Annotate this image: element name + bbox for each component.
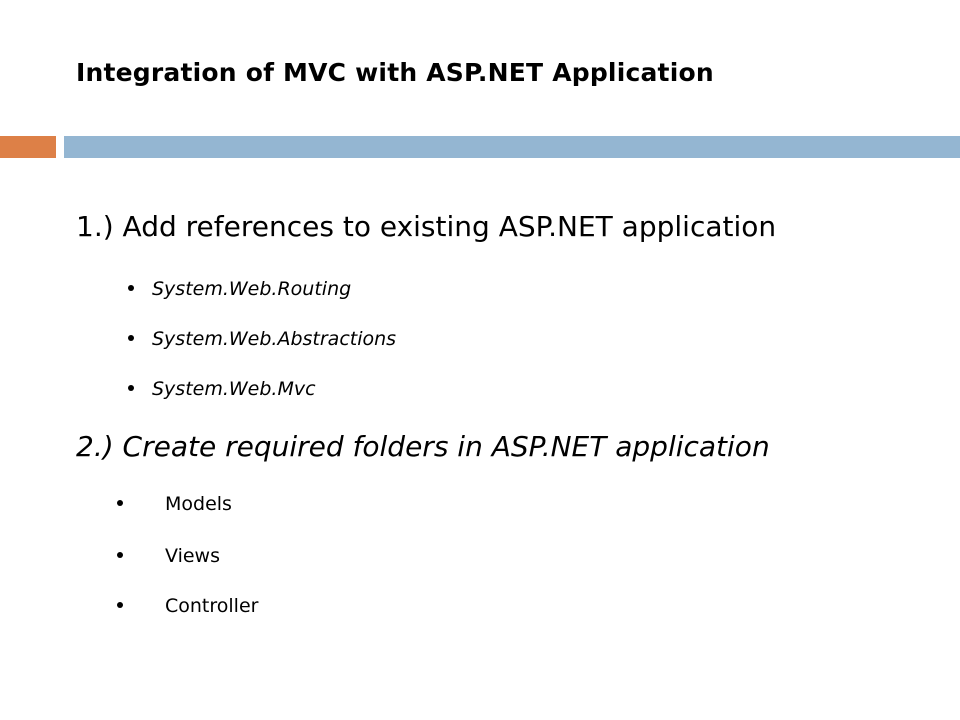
bullet-icon [117, 601, 123, 608]
bullet-icon [117, 499, 123, 506]
reference-item: System.Web.Abstractions [152, 328, 397, 350]
folder-item: Controller [165, 595, 259, 617]
list-item: System.Web.Routing [128, 278, 351, 300]
reference-item: System.Web.Mvc [152, 378, 316, 400]
folder-item: Views [165, 545, 220, 567]
accent-bar-orange [0, 136, 56, 158]
list-item: Models [117, 493, 232, 515]
slide-title: Integration of MVC with ASP.NET Applicat… [76, 58, 714, 87]
reference-item: System.Web.Routing [152, 278, 352, 300]
bullet-icon [128, 384, 134, 391]
bullet-icon [128, 284, 134, 291]
list-item: Views [117, 545, 220, 567]
bullet-icon [128, 334, 134, 341]
step2-heading: 2.) Create required folders in ASP.NET a… [76, 430, 770, 463]
list-item: System.Web.Mvc [128, 378, 316, 400]
bullet-icon [117, 551, 123, 558]
list-item: System.Web.Abstractions [128, 328, 396, 350]
title-underline-bar [64, 136, 960, 158]
step1-heading: 1.) Add references to existing ASP.NET a… [76, 210, 777, 243]
list-item: Controller [117, 595, 258, 617]
folder-item: Models [165, 493, 232, 515]
